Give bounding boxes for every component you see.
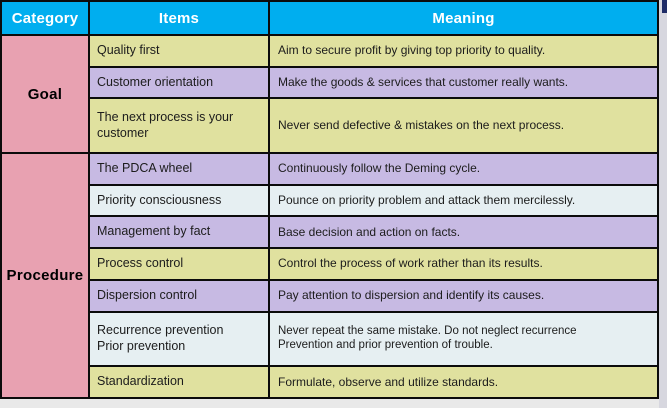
item-cell: Priority consciousness <box>88 183 270 218</box>
item-cell: The PDCA wheel <box>88 152 270 186</box>
item-cell: Process control <box>88 247 270 281</box>
item-cell: Standardization <box>88 365 270 399</box>
item-cell: The next process is your customer <box>88 97 270 155</box>
meaning-cell: Pounce on priority problem and attack th… <box>268 183 659 218</box>
meaning-cell: Aim to secure profit by giving top prior… <box>268 34 659 68</box>
column-header-items: Items <box>88 0 270 36</box>
item-cell: Recurrence prevention Prior prevention <box>88 310 270 368</box>
table-row: Management by fact Base decision and act… <box>1 215 659 250</box>
header-row: Category Items Meaning <box>0 0 659 36</box>
table-row: Standardization Formulate, observe and u… <box>1 365 659 399</box>
table-row: Priority consciousness Pounce on priorit… <box>1 183 659 218</box>
item-cell: Dispersion control <box>88 278 270 313</box>
meaning-cell: Base decision and action on facts. <box>268 215 659 250</box>
meaning-cell: Make the goods & services that customer … <box>268 65 659 100</box>
meaning-cell: Formulate, observe and utilize standards… <box>268 365 659 399</box>
table-row: Customer orientation Make the goods & se… <box>1 65 659 100</box>
item-cell: Customer orientation <box>88 65 270 100</box>
item-cell: Management by fact <box>88 215 270 250</box>
meaning-cell: Never repeat the same mistake. Do not ne… <box>268 310 659 368</box>
table-row: Recurrence prevention Prior prevention N… <box>1 310 659 368</box>
category-cell-procedure: Procedure <box>0 152 90 399</box>
column-header-meaning: Meaning <box>268 0 659 36</box>
meaning-cell: Never send defective & mistakes on the n… <box>268 97 659 155</box>
table-row: Process control Control the process of w… <box>1 247 659 281</box>
table-row: Dispersion control Pay attention to disp… <box>1 278 659 313</box>
column-header-category: Category <box>0 0 90 36</box>
window-corner-accent <box>662 0 667 13</box>
category-cell-goal: Goal <box>0 33 90 155</box>
item-cell: Quality first <box>88 34 270 68</box>
meaning-cell: Continuously follow the Deming cycle. <box>268 152 659 186</box>
meaning-cell: Pay attention to dispersion and identify… <box>268 278 659 313</box>
window-edge-strip <box>659 0 667 408</box>
table-row: The next process is your customer Never … <box>1 97 659 155</box>
meaning-cell: Control the process of work rather than … <box>268 247 659 281</box>
